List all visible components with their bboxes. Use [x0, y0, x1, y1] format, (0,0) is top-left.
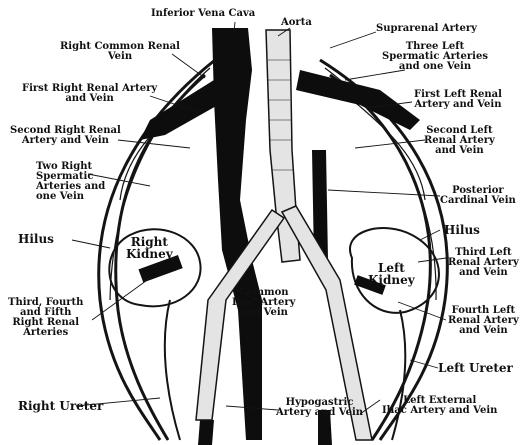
label-hypogastric: Hypogastric Artery and Vein — [276, 398, 363, 418]
label-right-common-renal-vein: Right Common Renal Vein — [60, 42, 180, 62]
label-third-fourth-fifth-right: Third, Fourth and Fifth Right Renal Arte… — [8, 298, 83, 338]
label-common-iliac: Common Iliac Artery and Vein — [232, 288, 295, 318]
label-left-kidney: Left Kidney — [368, 262, 415, 286]
label-third-left-renal: Third Left Renal Artery and Vein — [448, 248, 519, 278]
label-posterior-cardinal-vein: Posterior Cardinal Vein — [440, 186, 516, 206]
label-second-left-renal: Second Left Renal Artery and Vein — [424, 126, 495, 156]
label-hilus-right: Hilus — [18, 233, 54, 245]
label-hilus-left: Hilus — [444, 224, 480, 236]
label-two-right-spermatic: Two Right Spermatic Arteries and one Vei… — [36, 162, 105, 202]
label-left-external-iliac: Left External Iliac Artery and Vein — [382, 396, 497, 416]
label-aorta: Aorta — [281, 18, 312, 28]
label-inferior-vena-cava: Inferior Vena Cava — [151, 9, 255, 19]
label-left-ureter: Left Ureter — [438, 362, 513, 374]
label-second-right-renal: Second Right Renal Artery and Vein — [10, 126, 121, 146]
label-fourth-left-renal: Fourth Left Renal Artery and Vein — [448, 306, 519, 336]
label-right-ureter: Right Ureter — [18, 400, 103, 412]
label-first-right-renal: First Right Renal Artery and Vein — [22, 84, 157, 104]
label-first-left-renal: First Left Renal Artery and Vein — [414, 90, 502, 110]
label-suprarenal-artery: Suprarenal Artery — [376, 24, 477, 34]
label-right-kidney: Right Kidney — [126, 236, 173, 260]
label-three-left-spermatic: Three Left Spermatic Arteries and one Ve… — [382, 42, 488, 72]
left-outer-vessel-1 — [320, 60, 447, 440]
left-renal-vein-shape — [296, 70, 420, 130]
right-ureter — [165, 300, 180, 440]
